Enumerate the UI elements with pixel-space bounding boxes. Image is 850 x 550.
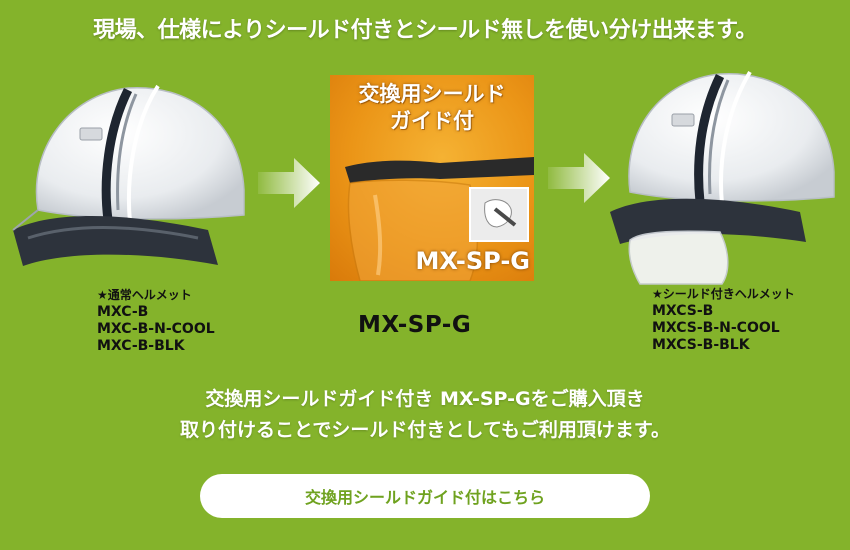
shield-clip-icon bbox=[484, 199, 517, 228]
model-item: MXCS-B-N-COOL bbox=[652, 320, 780, 336]
standard-helmet-specs: ★通常ヘルメット MXC-B MXC-B-N-COOL MXC-B-BLK bbox=[97, 287, 215, 355]
product-code: MX-SP-G bbox=[415, 247, 530, 275]
spec-heading: ★シールド付きヘルメット bbox=[652, 287, 795, 301]
purchase-message: 交換用シールドガイド付き MX-SP-Gをご購入頂き 取り付けることでシールド付… bbox=[179, 388, 670, 441]
model-item: MXCS-B-BLK bbox=[652, 337, 750, 353]
shield-guide-illustration bbox=[345, 157, 534, 281]
headline: 現場、仕様によりシールド付きとシールド無しを使い分け出来ます。 bbox=[93, 18, 757, 43]
shield-helmet-specs: ★シールド付きヘルメット MXCS-B MXCS-B-N-COOL MXCS-B… bbox=[652, 286, 795, 354]
model-item: MXC-B-BLK bbox=[97, 338, 185, 354]
product-model-label: MX-SP-G bbox=[358, 312, 472, 338]
standard-helmet-image bbox=[12, 84, 245, 266]
arrow-right-icon bbox=[258, 158, 320, 208]
spec-heading: ★通常ヘルメット bbox=[97, 288, 192, 302]
model-item: MXCS-B bbox=[652, 303, 714, 319]
shield-helmet-image bbox=[610, 70, 835, 285]
arrow-right-icon bbox=[548, 153, 610, 203]
shield-guide-link-button[interactable]: 交換用シールドガイド付はこちら bbox=[200, 474, 650, 518]
product-title: 交換用シールド ガイド付 bbox=[358, 82, 506, 133]
model-item: MXC-B bbox=[97, 304, 149, 320]
shield-guide-product-image: 交換用シールド ガイド付 MX-SP-G bbox=[330, 75, 534, 281]
shield-clip-inset bbox=[469, 187, 529, 242]
model-item: MXC-B-N-COOL bbox=[97, 321, 215, 337]
